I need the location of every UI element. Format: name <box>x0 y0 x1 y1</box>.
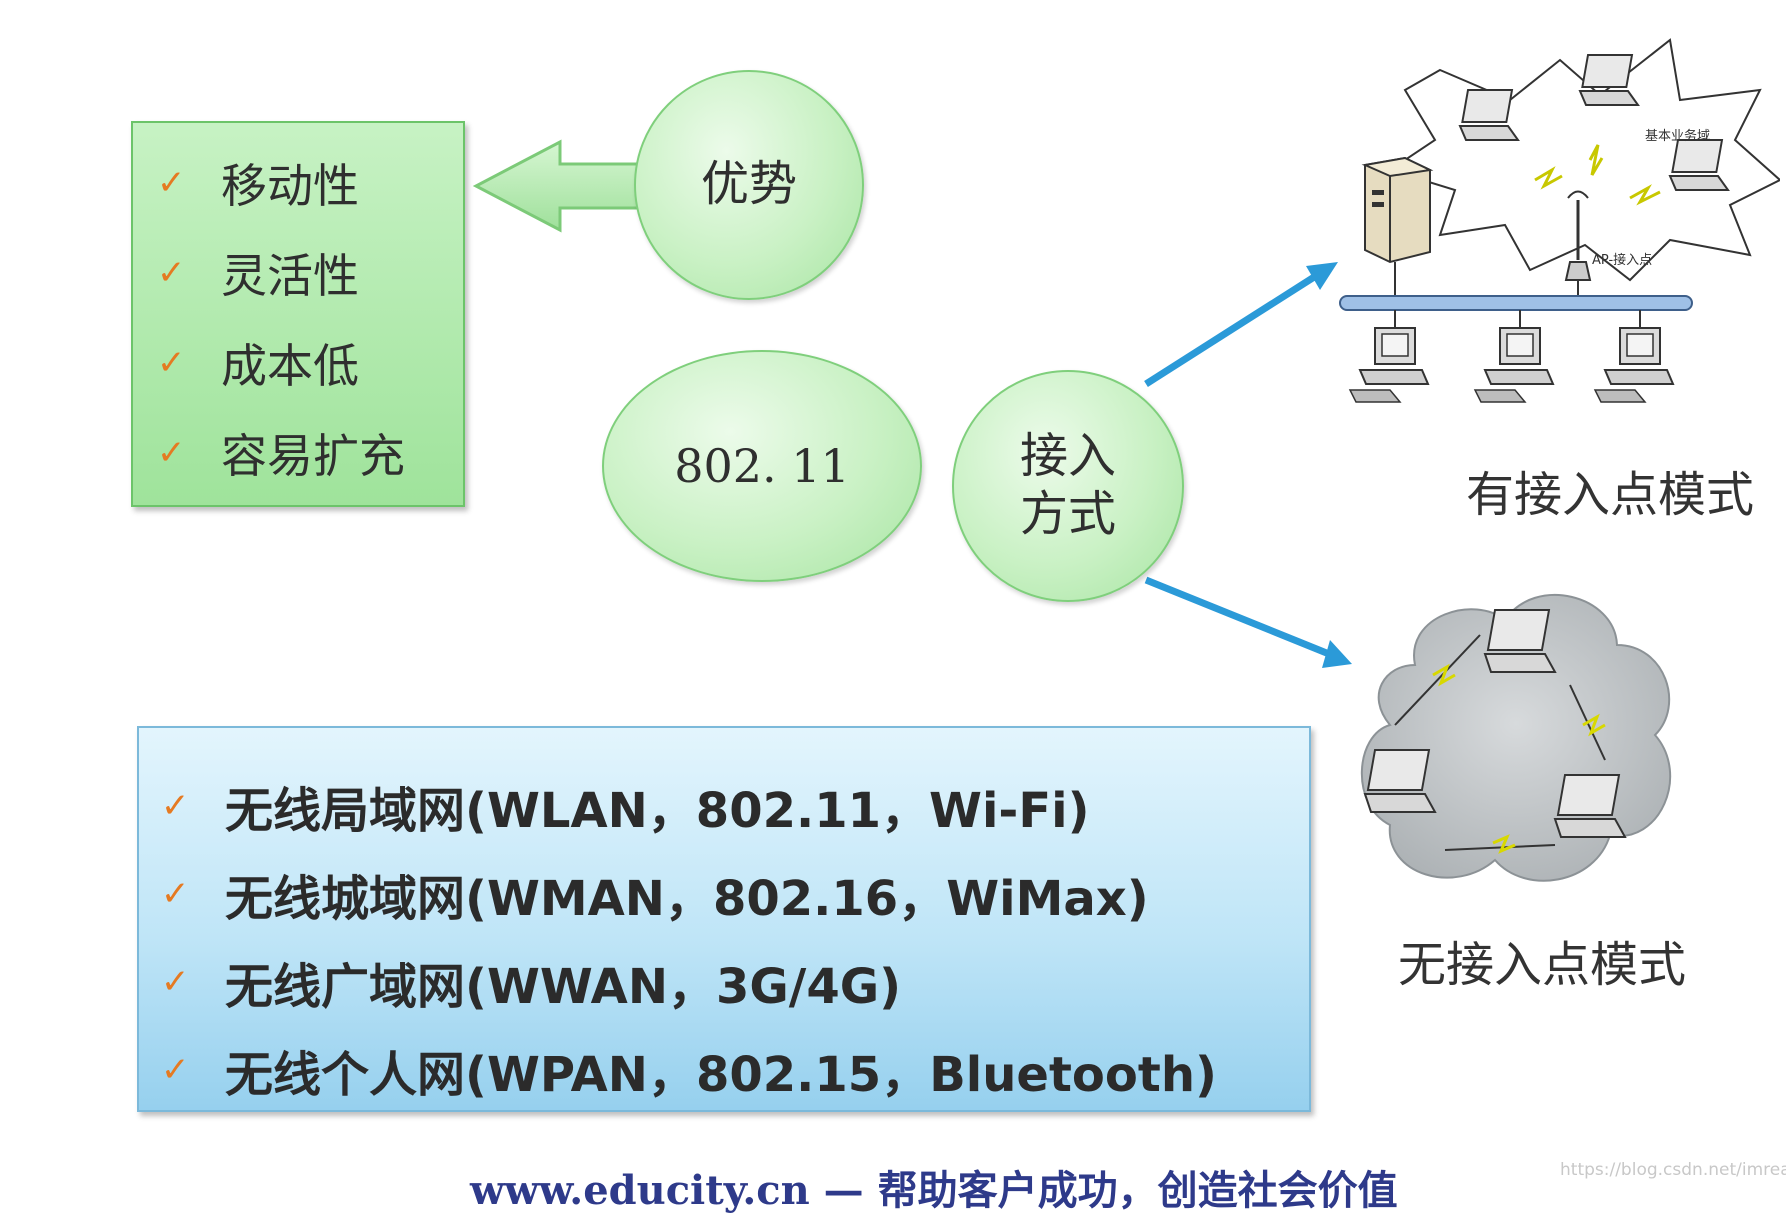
standard-bubble-label: 802. 11 <box>674 439 850 493</box>
network-backbone <box>1339 295 1693 311</box>
check-icon: ✓ <box>161 786 190 826</box>
network-type-item: ✓ 无线局域网(WLAN，802.11，Wi-Fi) <box>161 762 1090 850</box>
check-icon: ✓ <box>161 962 190 1002</box>
desktop-computer-icon <box>1348 310 1430 403</box>
network-type-item: ✓ 无线广域网(WWAN，3G/4G) <box>161 938 901 1026</box>
access-point-icon <box>1564 190 1592 281</box>
arrow-to-ap-mode <box>1144 269 1324 387</box>
advantage-item: ✓ 容易扩充 <box>157 413 405 493</box>
check-icon: ✓ <box>157 253 186 293</box>
check-icon: ✓ <box>157 163 186 203</box>
standard-bubble: 802. 11 <box>602 350 922 582</box>
signal-bolt-icon <box>1588 144 1604 176</box>
signal-bolt-icon <box>1534 166 1563 190</box>
arrow-to-adhoc-mode <box>1144 576 1336 660</box>
check-icon: ✓ <box>157 343 186 383</box>
advantage-bubble: 优势 <box>634 70 864 300</box>
network-type-item: ✓ 无线城域网(WMAN，802.16，WiMax) <box>161 850 1149 938</box>
network-type-item: ✓ 无线个人网(WPAN，802.15，Bluetooth) <box>161 1026 1217 1114</box>
signal-bolt-icon <box>1432 663 1456 687</box>
signal-bolt-icon <box>1492 834 1516 854</box>
laptop-icon <box>1363 749 1437 813</box>
connector-layer <box>472 139 1352 668</box>
advantage-item: ✓ 成本低 <box>157 323 359 403</box>
watermark: https://blog.csdn.net/imreal_ <box>1560 1160 1786 1180</box>
advantage-arrow <box>472 139 642 233</box>
adhoc-mode-caption: 无接入点模式 <box>1398 937 1687 993</box>
network-type-label: 无线广域网(WWAN，3G/4G) <box>225 959 902 1015</box>
ap-mode-illustration: 基本业务域 AP-接入点 <box>1339 38 1780 403</box>
advantage-label: 灵活性 <box>221 249 359 303</box>
check-icon: ✓ <box>157 433 186 473</box>
wireless-link <box>1394 634 1481 726</box>
laptop-icon <box>1553 774 1627 838</box>
desktop-computer-icon <box>1593 310 1675 403</box>
footer-slogan: www.educity.cn — 帮助客户成功，创造社会价值 <box>470 1167 1398 1214</box>
advantage-bubble-label: 优势 <box>700 156 797 213</box>
access-mode-bubble: 接入 方式 <box>952 370 1184 602</box>
signal-bolt-icon <box>1582 713 1606 737</box>
access-mode-line-2: 方式 <box>1019 486 1116 542</box>
advantage-item: ✓ 移动性 <box>157 143 359 223</box>
check-icon: ✓ <box>161 1050 190 1090</box>
laptop-icon <box>1668 139 1730 191</box>
network-type-label: 无线个人网(WPAN，802.15，Bluetooth) <box>225 1047 1217 1103</box>
advantage-label: 成本低 <box>221 339 359 393</box>
advantage-label: 容易扩充 <box>221 429 405 483</box>
server-icon <box>1361 156 1434 264</box>
wireless-network-types-box: ✓ 无线局域网(WLAN，802.11，Wi-Fi) ✓ 无线城域网(WMAN，… <box>137 726 1311 1112</box>
check-icon: ✓ <box>161 874 190 914</box>
access-mode-bubble-text: 接入 方式 <box>1020 428 1116 543</box>
laptop-icon <box>1458 89 1520 141</box>
arrow-to-adhoc-mode-head <box>1322 640 1352 668</box>
ap-mode-caption: 有接入点模式 <box>1466 467 1755 523</box>
arrow-to-ap-mode-head <box>1306 262 1338 290</box>
wireless-link <box>1444 844 1556 851</box>
network-type-label: 无线局域网(WLAN，802.11，Wi-Fi) <box>225 783 1090 839</box>
network-type-label: 无线城域网(WMAN，802.16，WiMax) <box>225 871 1149 927</box>
laptop-icon <box>1578 54 1640 106</box>
advantages-box: ✓ 移动性 ✓ 灵活性 ✓ 成本低 ✓ 容易扩充 <box>131 121 465 507</box>
ap-label: AP-接入点 <box>1592 252 1652 268</box>
advantage-label: 移动性 <box>221 159 359 213</box>
advantage-item: ✓ 灵活性 <box>157 233 359 313</box>
adhoc-mode-illustration <box>1360 594 1672 882</box>
signal-bolt-icon <box>1629 184 1661 206</box>
desktop-computer-icon <box>1473 310 1555 403</box>
access-mode-line-1: 接入 <box>1019 428 1116 485</box>
laptop-icon <box>1483 609 1557 673</box>
bss-label: 基本业务域 <box>1645 128 1710 144</box>
